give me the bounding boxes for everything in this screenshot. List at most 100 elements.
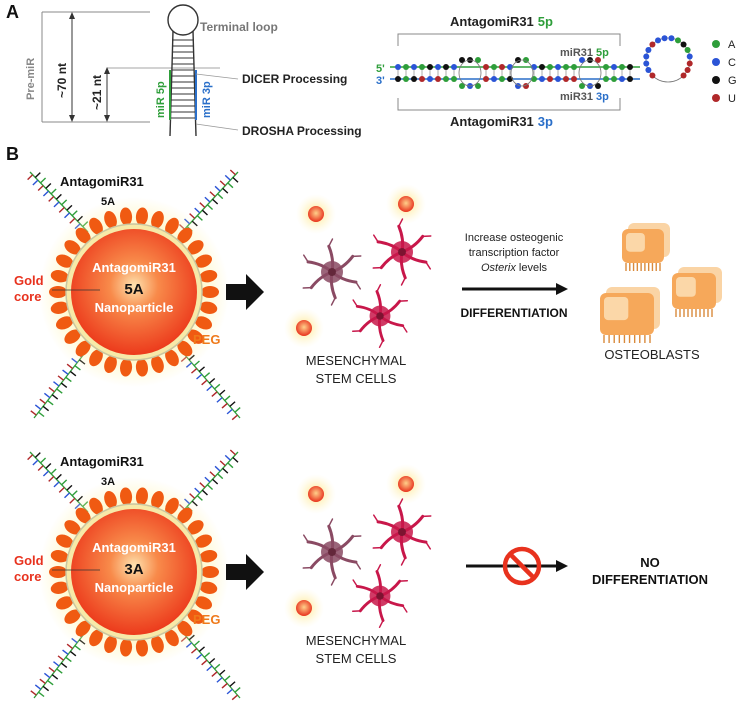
strand-base	[209, 471, 216, 478]
loop-bead	[645, 66, 652, 73]
peg-petal	[199, 581, 218, 594]
strand-base	[189, 493, 196, 499]
osteoblast-highlight	[676, 277, 696, 297]
strand-base	[34, 172, 41, 178]
strand-base	[42, 405, 50, 412]
strand-3p-label-suffix: 3p	[596, 91, 609, 103]
peg-petal	[199, 270, 218, 283]
bulge-loop	[578, 59, 602, 87]
arrowhead-up-21	[104, 67, 110, 74]
strand-base	[58, 206, 65, 213]
peg-petal	[104, 490, 117, 509]
nucleotide-bead	[475, 57, 481, 63]
nucleotide-bead	[435, 76, 441, 82]
nucleotide-bead	[547, 76, 553, 82]
strand-base	[196, 215, 203, 221]
strand-base	[198, 646, 206, 652]
strand-base	[201, 659, 208, 666]
strand-base	[45, 462, 52, 469]
strand-base	[57, 375, 64, 381]
cell-nucleus	[376, 592, 384, 600]
duplex-bottom-bracket	[397, 98, 621, 111]
row-3a: AntagomiR313ANanoparticleAntagomiR313AGo…	[14, 449, 708, 701]
strand-base	[34, 452, 41, 458]
peg-petal	[199, 550, 218, 563]
cells-label: MESENCHYMAL	[306, 353, 406, 368]
nucleotide-bead	[547, 64, 553, 70]
cell-nucleus	[328, 268, 336, 276]
nucleotide-bead	[611, 76, 617, 82]
peg-petal	[135, 358, 148, 377]
strand-base	[221, 402, 228, 409]
arrowhead-down	[69, 115, 75, 122]
nanoparticle-uptake-dot	[284, 308, 324, 348]
nucleotide-bead	[411, 64, 417, 70]
cell-branch	[302, 534, 309, 543]
peg-petal	[194, 316, 213, 330]
strand-base	[211, 391, 218, 397]
peg-petals	[49, 487, 219, 657]
legend-swatch	[712, 58, 720, 66]
peg-petals	[49, 207, 219, 377]
peg-petal	[120, 638, 133, 657]
nucleotide-bead	[419, 64, 425, 70]
strand-base	[194, 207, 201, 214]
loop-bead	[649, 72, 656, 79]
nucleotide-bead	[411, 76, 417, 82]
length-70-label: ~70 nt	[55, 63, 69, 98]
strand-base	[32, 179, 39, 186]
nucleotide-bead	[603, 64, 609, 70]
nanoparticle-uptake-dot	[296, 194, 336, 234]
strand-base	[34, 404, 42, 410]
strand-base	[66, 363, 74, 370]
duplex-top-bracket	[397, 33, 621, 46]
cell-nucleus	[398, 528, 406, 536]
strand-base	[226, 688, 233, 695]
nucleotide-bead	[435, 64, 441, 70]
nucleotide-bead	[483, 76, 489, 82]
panel-b: B AntagomiR315ANanoparticleAntagomiR315A…	[6, 144, 722, 701]
strand-base	[47, 399, 54, 406]
strand-base	[53, 381, 60, 387]
peg-petal	[89, 629, 103, 647]
cell-branch	[398, 498, 404, 507]
peg-petal	[177, 620, 193, 637]
nucleotide-bead	[571, 76, 577, 82]
strand-base	[206, 204, 214, 211]
strand-base	[216, 677, 223, 683]
strand-base	[229, 401, 236, 407]
strand-base	[232, 176, 239, 183]
no-sign-icon	[502, 546, 542, 586]
strand-base	[50, 188, 57, 195]
nucleotide-bead	[395, 64, 401, 70]
nucleotide-bead	[459, 57, 465, 63]
cell-branch	[330, 577, 336, 586]
strand-base	[216, 397, 223, 403]
strand-base	[30, 690, 37, 696]
nucleotide-bead	[499, 76, 505, 82]
peg-petal	[64, 329, 81, 344]
arrowhead	[556, 283, 568, 295]
no-sign-slash	[508, 552, 536, 580]
loop-bead	[686, 60, 693, 67]
strand-base	[56, 388, 63, 394]
nanoparticle-uptake-dot	[284, 588, 324, 628]
strand-base	[214, 185, 221, 192]
cell-branch	[352, 579, 358, 588]
duplex-bottom-title-suffix: 3p	[538, 114, 553, 129]
nucleotide-bead	[595, 57, 601, 63]
strand-base	[40, 177, 47, 184]
peg-petal	[201, 566, 219, 578]
peg-petal	[177, 507, 193, 524]
panel-a-label: A	[6, 2, 19, 22]
strand-base	[224, 675, 231, 682]
dicer-pointer	[195, 73, 239, 80]
nucleotide-bead	[475, 83, 481, 89]
strand-base	[204, 476, 211, 483]
effect-text: Osterix levels	[481, 262, 548, 274]
strand-base	[222, 467, 229, 474]
strand-base	[53, 201, 60, 208]
osteoblast	[622, 223, 670, 271]
